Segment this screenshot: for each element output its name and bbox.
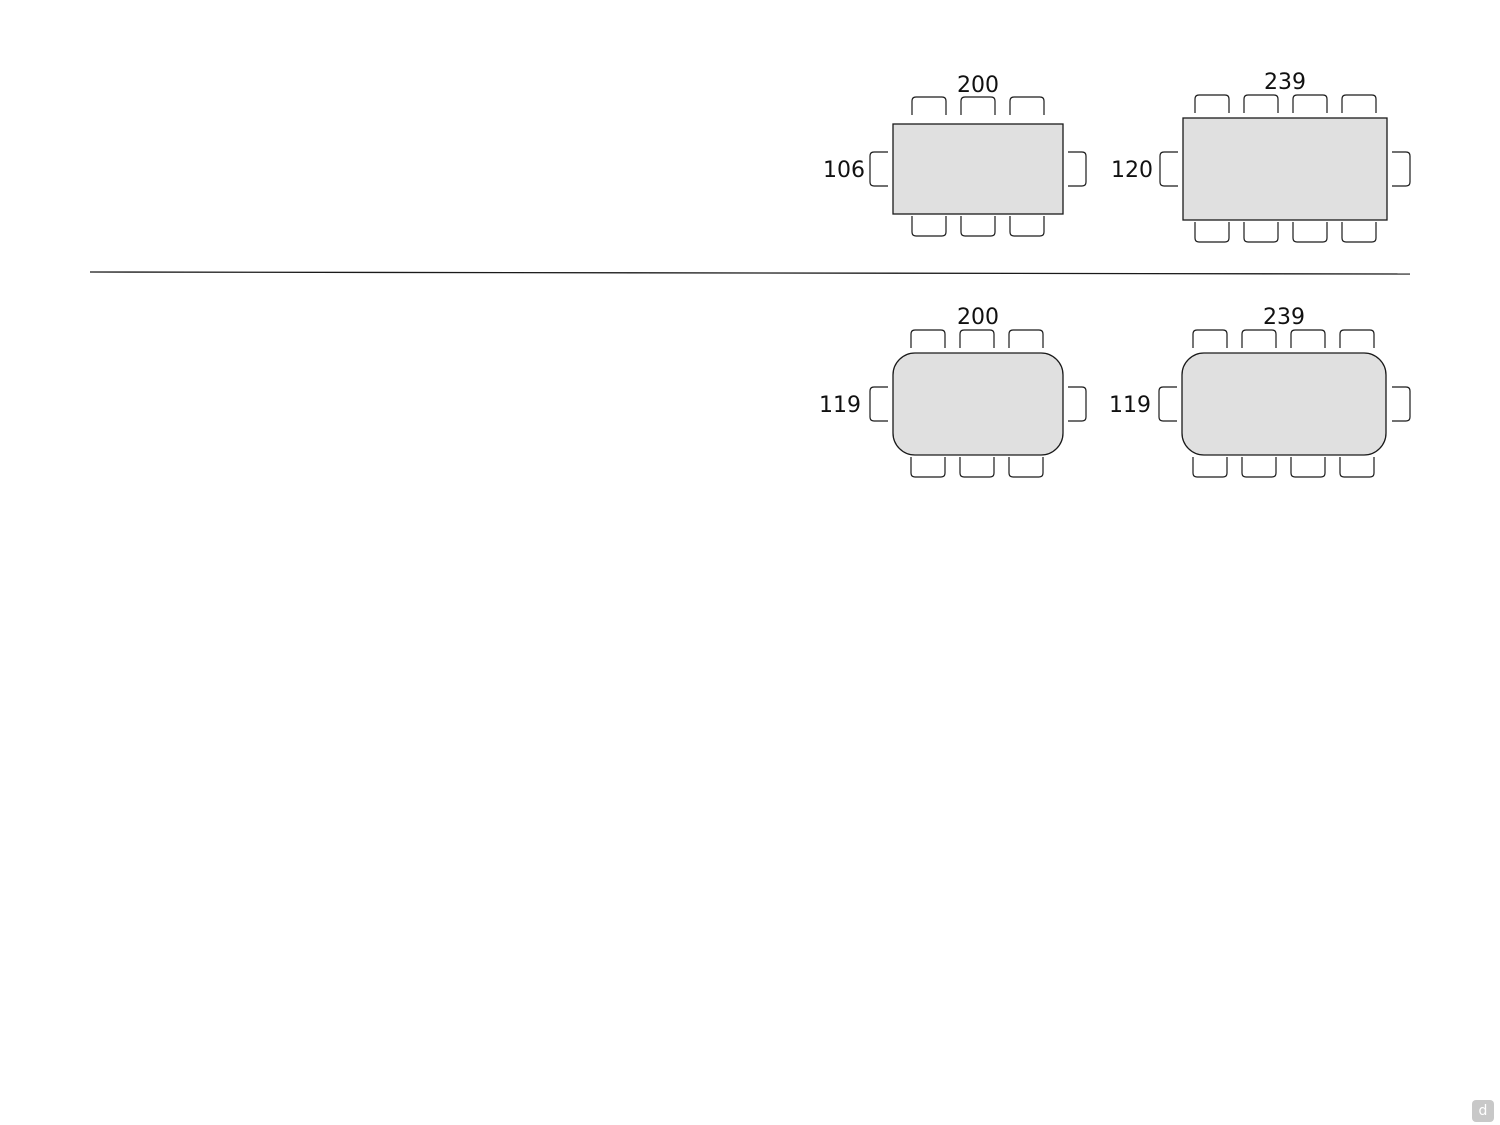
chair-bottom: [960, 216, 996, 237]
chair-bottom: [911, 216, 947, 237]
chair-bottom: [1241, 457, 1277, 478]
chair-top: [1290, 329, 1326, 348]
chair-bottom: [1243, 222, 1279, 243]
chair-right-end: [1392, 151, 1411, 187]
chair-top: [1008, 329, 1044, 348]
chair-left-end: [869, 386, 888, 422]
chair-bottom: [1009, 216, 1045, 237]
watermark-logo: d: [1472, 1100, 1494, 1122]
chair-right-end: [1392, 386, 1411, 422]
chair-bottom: [959, 457, 995, 478]
chair-top: [1192, 329, 1228, 348]
chair-top: [960, 96, 996, 115]
width-label: 200: [957, 73, 999, 98]
width-label: 239: [1263, 305, 1305, 330]
chair-top: [1009, 96, 1045, 115]
depth-label: 119: [1109, 393, 1151, 418]
chair-top: [911, 96, 947, 115]
chair-bottom: [910, 457, 946, 478]
table-top: [892, 123, 1064, 215]
chair-bottom: [1290, 457, 1326, 478]
chair-top: [1243, 94, 1279, 113]
table-layout-rounded-200: 200 119: [819, 305, 1087, 478]
chair-bottom: [1339, 457, 1375, 478]
table-layout-rounded-239: 239 119: [1109, 305, 1411, 478]
chair-top: [1341, 94, 1377, 113]
chair-top: [1292, 94, 1328, 113]
chair-top: [1339, 329, 1375, 348]
chair-right-end: [1068, 386, 1087, 422]
chair-right-end: [1068, 151, 1087, 187]
chair-top: [1194, 94, 1230, 113]
width-label: 200: [957, 305, 999, 330]
chair-top: [1241, 329, 1277, 348]
section-divider: [89, 271, 1411, 275]
chair-bottom: [1008, 457, 1044, 478]
chair-bottom: [1292, 222, 1328, 243]
width-label: 239: [1264, 70, 1306, 95]
logo-icon: d: [1478, 1103, 1488, 1119]
table-top: [892, 352, 1064, 456]
chair-bottom: [1341, 222, 1377, 243]
chair-bottom: [1194, 222, 1230, 243]
depth-label: 120: [1111, 158, 1153, 183]
chair-left-end: [1158, 386, 1177, 422]
chair-top: [910, 329, 946, 348]
table-layout-rect-239: 239 120: [1111, 70, 1411, 243]
chair-left-end: [1159, 151, 1178, 187]
chair-left-end: [869, 151, 888, 187]
depth-label: 119: [819, 393, 861, 418]
table-layout-rect-200: 200 106: [823, 73, 1087, 237]
table-top: [1182, 117, 1388, 221]
chair-top: [959, 329, 995, 348]
chair-bottom: [1192, 457, 1228, 478]
depth-label: 106: [823, 158, 865, 183]
table-top: [1181, 352, 1387, 456]
